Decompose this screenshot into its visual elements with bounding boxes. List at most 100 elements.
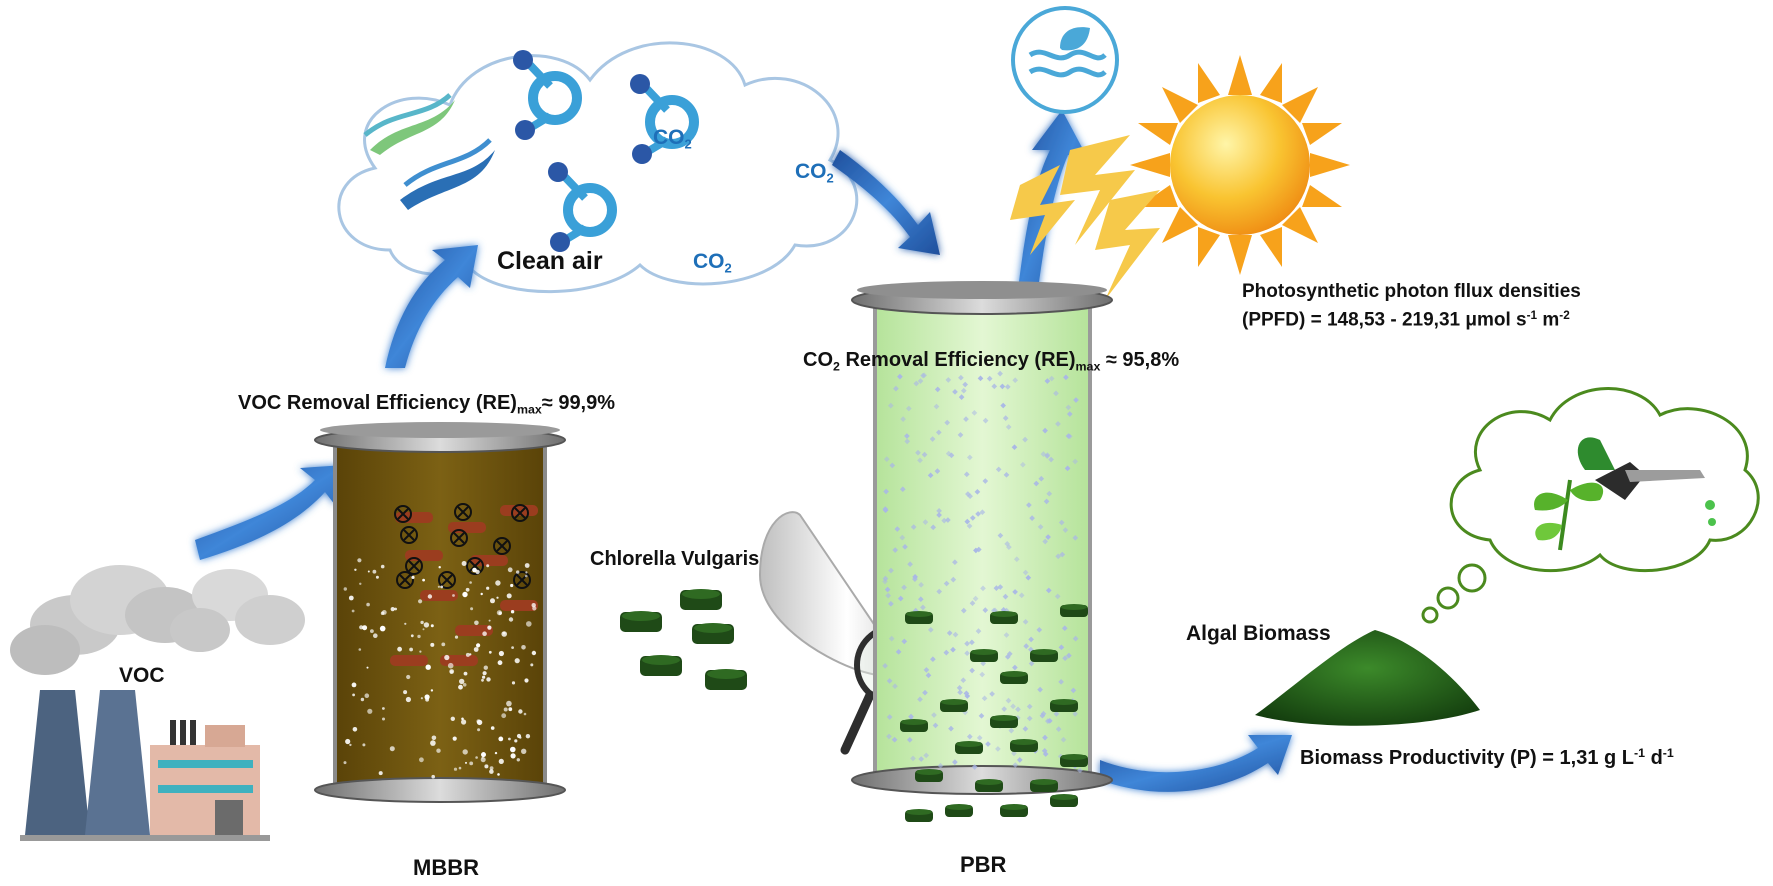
bubble bbox=[957, 432, 964, 438]
bubble bbox=[465, 761, 467, 764]
bubble bbox=[449, 669, 455, 674]
bubble bbox=[1073, 397, 1079, 403]
bubble bbox=[991, 383, 998, 390]
algae-pellet bbox=[1050, 794, 1078, 807]
bubble bbox=[1011, 444, 1018, 451]
bubble bbox=[516, 570, 520, 574]
bubble bbox=[882, 506, 889, 512]
bubble bbox=[1012, 377, 1019, 384]
bubble bbox=[473, 647, 479, 652]
bubble bbox=[1070, 687, 1077, 694]
bubble bbox=[1053, 390, 1059, 397]
bubble bbox=[405, 696, 411, 703]
algae-pellet bbox=[955, 741, 983, 754]
bubble bbox=[982, 607, 989, 613]
clean-air-cloud bbox=[337, 41, 859, 294]
bubble bbox=[930, 656, 936, 663]
bubble bbox=[997, 532, 1004, 539]
chlorella-pellet bbox=[692, 623, 734, 644]
bubble bbox=[936, 512, 942, 518]
bubble bbox=[420, 620, 424, 625]
bubble bbox=[508, 737, 511, 741]
bubble bbox=[1011, 750, 1017, 757]
bubble bbox=[971, 764, 978, 770]
bubble bbox=[425, 664, 431, 670]
bubble bbox=[484, 764, 489, 769]
algae-pellet bbox=[1060, 604, 1088, 617]
bubble bbox=[390, 607, 395, 612]
bubble bbox=[411, 575, 415, 580]
pbr-label: PBR bbox=[960, 852, 1007, 877]
bubble bbox=[886, 678, 893, 684]
bubble bbox=[518, 709, 523, 714]
bubble bbox=[511, 646, 514, 649]
bubble bbox=[1043, 498, 1050, 505]
mbbr-reactor bbox=[314, 422, 566, 803]
bubble bbox=[1036, 626, 1043, 633]
bubble bbox=[950, 646, 956, 653]
bubble bbox=[888, 601, 894, 607]
bubble bbox=[380, 564, 385, 569]
bubble bbox=[354, 568, 357, 571]
bubble bbox=[917, 457, 923, 464]
bubble bbox=[899, 486, 906, 493]
bubble bbox=[352, 693, 355, 697]
bubble bbox=[1058, 679, 1064, 685]
bubble bbox=[450, 716, 455, 721]
bubble bbox=[510, 583, 514, 588]
bubble bbox=[366, 602, 370, 607]
algae-pellet bbox=[990, 611, 1018, 624]
bubble bbox=[952, 389, 958, 395]
bubble bbox=[913, 380, 920, 387]
carrier-ring bbox=[450, 529, 468, 547]
bubble bbox=[496, 596, 499, 599]
bubble bbox=[351, 682, 357, 688]
bubble bbox=[960, 387, 967, 394]
algae-pellet bbox=[975, 779, 1003, 792]
bubble bbox=[458, 684, 463, 690]
bubble bbox=[476, 643, 481, 648]
bubble bbox=[462, 749, 468, 755]
bubble bbox=[975, 511, 981, 517]
bubble bbox=[1022, 436, 1028, 443]
bubble bbox=[488, 619, 491, 622]
bubble bbox=[521, 645, 526, 650]
bubble bbox=[379, 625, 386, 632]
biomass-productivity-label: Biomass Productivity (P) = 1,31 g L-1 d-… bbox=[1300, 746, 1674, 769]
bubble bbox=[884, 586, 891, 593]
bubble bbox=[475, 756, 478, 759]
voc-removal-efficiency: VOC Removal Efficiency (RE)max≈ 99,9% bbox=[238, 392, 616, 417]
bubble bbox=[1044, 378, 1051, 384]
bubble bbox=[921, 451, 928, 458]
bubble bbox=[1066, 411, 1073, 417]
bubble bbox=[526, 621, 532, 627]
bubble bbox=[420, 697, 423, 700]
bubble bbox=[962, 381, 969, 388]
bubble bbox=[1000, 402, 1007, 409]
voc-label: VOC bbox=[119, 664, 165, 687]
bubble bbox=[929, 436, 936, 442]
bubble bbox=[941, 517, 948, 524]
bubble bbox=[419, 650, 422, 653]
bubble bbox=[945, 377, 952, 383]
bubble bbox=[1002, 593, 1009, 600]
bubble bbox=[503, 707, 508, 712]
bubble bbox=[902, 544, 908, 550]
bubble bbox=[886, 714, 893, 720]
bubble bbox=[431, 735, 437, 741]
bubble bbox=[440, 585, 444, 589]
bubble bbox=[482, 675, 486, 679]
bubble bbox=[514, 739, 518, 743]
algae-pellet bbox=[1060, 754, 1088, 767]
bubble bbox=[1040, 451, 1047, 457]
bubble bbox=[404, 622, 407, 625]
bubble bbox=[422, 578, 425, 582]
bubble bbox=[910, 755, 916, 762]
bubble bbox=[358, 648, 362, 651]
algae-pellet bbox=[1050, 699, 1078, 712]
bubble bbox=[897, 373, 903, 380]
mbbr-label: MBBR bbox=[413, 855, 479, 880]
bubble bbox=[1015, 706, 1021, 713]
bubble bbox=[482, 671, 487, 676]
bubble bbox=[482, 631, 487, 636]
